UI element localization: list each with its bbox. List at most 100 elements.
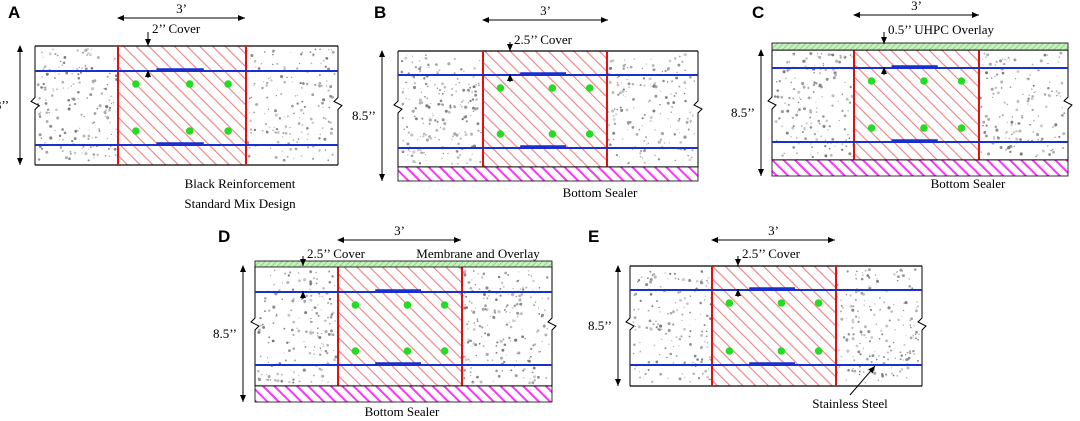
aggregate-speck [309,283,312,286]
aggregate-speck [104,115,107,117]
aggregate-speck [297,138,300,140]
aggregate-speck [321,374,325,378]
aggregate-speck [912,335,914,337]
aggregate-speck [473,328,476,331]
aggregate-speck [98,130,101,132]
aggregate-speck [407,148,410,151]
aggregate-speck [879,308,881,311]
break-line-left [30,46,40,165]
aggregate-speck [301,51,304,54]
aggregate-speck [633,343,636,346]
aggregate-speck [113,147,117,151]
aggregate-speck [427,105,431,109]
aggregate-speck [896,279,899,282]
aggregate-speck [525,286,528,289]
aggregate-speck [54,53,57,56]
aggregate-speck [255,103,258,105]
aggregate-speck [441,82,444,86]
aggregate-speck [434,136,436,139]
aggregate-speck [530,355,532,358]
aggregate-speck [1003,62,1006,66]
aggregate-speck [666,101,670,105]
longitudinal-bar-dot [548,130,557,138]
aggregate-speck [328,270,331,273]
aggregate-speck [463,377,466,380]
aggregate-speck [863,325,867,329]
aggregate-speck [1011,116,1014,118]
aggregate-speck [274,292,278,296]
aggregate-speck [661,70,663,73]
aggregate-speck [328,297,332,301]
depth-label-bg [585,317,615,333]
aggregate-speck [641,125,644,127]
aggregate-speck [700,270,704,273]
aggregate-speck [52,87,54,90]
aggregate-speck [83,115,85,118]
aggregate-speck [902,309,905,312]
aggregate-speck [531,381,535,385]
aggregate-speck [547,297,550,300]
aggregate-speck [269,379,271,381]
aggregate-speck [81,152,83,154]
aggregate-speck [875,323,878,325]
aggregate-speck [704,295,707,298]
aggregate-speck [487,324,489,326]
aggregate-speck [659,311,661,313]
aggregate-speck [1041,149,1045,153]
aggregate-speck [306,126,309,130]
aggregate-speck [902,359,905,361]
aggregate-speck [701,279,703,281]
aggregate-speck [642,77,646,80]
aggregate-speck [810,143,812,145]
aggregate-speck [284,116,286,118]
aggregate-speck [401,149,404,152]
aggregate-speck [476,318,479,320]
aggregate-speck [113,57,116,60]
aggregate-speck [265,130,268,133]
aggregate-speck [781,125,783,128]
aggregate-speck [677,291,680,294]
aggregate-speck [706,341,709,344]
aggregate-speck [650,58,652,60]
aggregate-speck [471,98,475,101]
aggregate-speck [40,137,43,139]
aggregate-speck [263,300,267,303]
aggregate-speck [493,309,496,312]
aggregate-speck [828,125,831,128]
aggregate-speck [880,330,882,332]
aggregate-speck [804,65,807,68]
aggregate-speck [918,333,920,336]
aggregate-speck [886,351,889,354]
aggregate-speck [899,358,902,361]
aggregate-speck [831,137,835,141]
aggregate-speck [651,63,655,68]
aggregate-speck [651,305,654,308]
aggregate-speck [656,360,658,362]
aggregate-speck [1021,115,1023,117]
aggregate-speck [649,115,653,119]
width-label: 3’ [768,223,779,238]
aggregate-speck [455,133,459,137]
aggregate-speck [309,270,313,274]
aggregate-speck [404,56,408,60]
aggregate-speck [809,110,813,114]
aggregate-speck [495,351,498,354]
aggregate-speck [44,102,48,105]
aggregate-speck [284,125,288,128]
aggregate-speck [281,150,283,152]
aggregate-speck [253,82,256,85]
aggregate-speck [73,151,76,154]
aggregate-speck [639,149,643,153]
aggregate-speck [272,129,274,131]
aggregate-speck [324,117,327,120]
aggregate-speck [496,341,499,344]
aggregate-speck [685,279,687,281]
aggregate-speck [321,127,324,129]
aggregate-speck [649,293,653,296]
aggregate-speck [846,270,849,273]
aggregate-speck [467,338,470,342]
aggregate-speck [273,283,276,286]
aggregate-speck [838,365,841,368]
aggregate-speck [670,111,673,113]
aggregate-speck [309,320,313,324]
